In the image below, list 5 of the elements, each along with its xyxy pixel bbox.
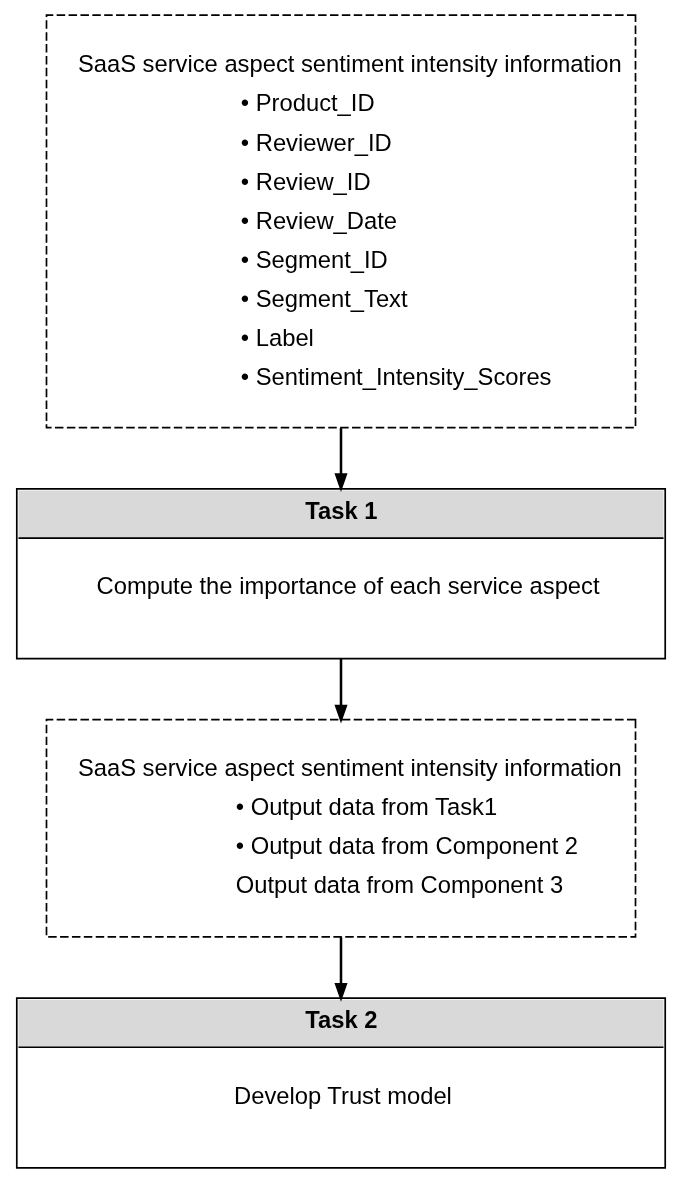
arrow (333, 659, 348, 724)
node-box: SaaS service aspect sentiment intensity information • Output data from Task1 • Output data from Component 2 Output data from Component 3 (45, 718, 636, 938)
node-box: SaaS service aspect sentiment intensity information • Product_ID • Reviewer_ID • Review_ID • Review_Date • Segment_ID • Segment_Text • Label • Sentiment_Intensity_Scores (45, 14, 636, 429)
arrow (333, 428, 348, 492)
arrow (333, 937, 348, 1002)
